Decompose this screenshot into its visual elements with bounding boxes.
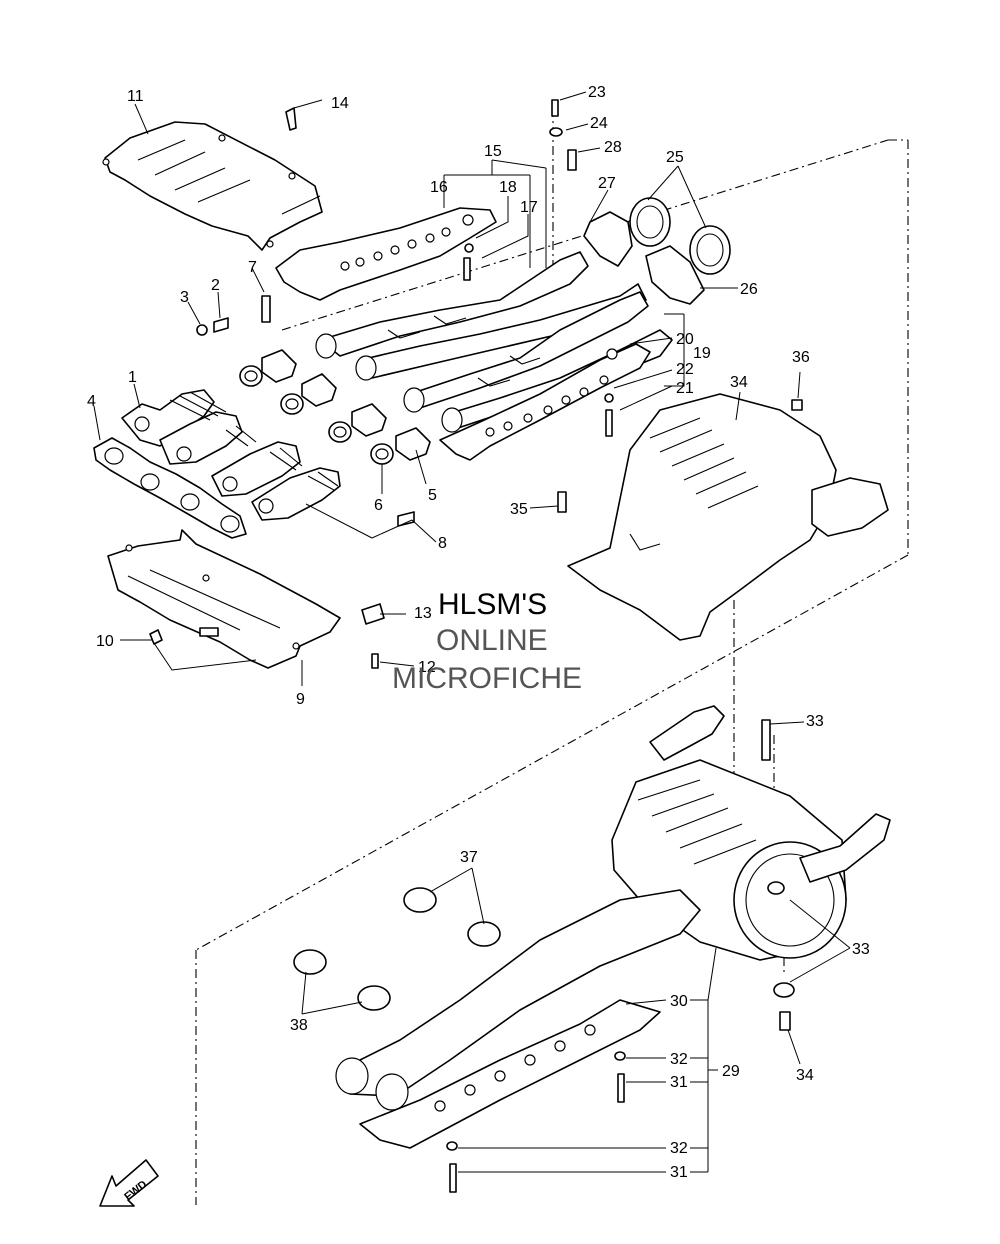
callout-32a: 32 <box>670 1051 688 1068</box>
callout-23: 23 <box>588 84 606 101</box>
watermark-line3: MICROFICHE <box>392 662 582 695</box>
callout-1: 1 <box>128 369 137 386</box>
callout-37: 35 <box>510 501 528 518</box>
callout-7: 7 <box>248 259 257 276</box>
part-39-caps <box>403 887 501 947</box>
callout-24: 24 <box>590 115 608 132</box>
part-27-clamp <box>583 211 633 267</box>
callout-21: 21 <box>676 380 694 397</box>
part-40-caps <box>293 949 391 1011</box>
callout-17: 17 <box>520 199 538 216</box>
callout-15: 15 <box>484 143 502 160</box>
fasteners <box>149 99 803 1193</box>
watermark-line2: ONLINE <box>436 624 548 657</box>
part-6-gasket-rings <box>239 365 394 465</box>
callout-11: 11 <box>127 88 144 105</box>
callout-22: 22 <box>676 361 694 378</box>
part-11-upper-heat-shield <box>102 121 323 251</box>
callout-18: 18 <box>499 179 517 196</box>
callout-9: 9 <box>296 691 305 708</box>
callout-32b: 32 <box>670 1140 688 1157</box>
watermark-line1: HLSM'S <box>438 588 547 621</box>
callout-30: 30 <box>670 993 688 1010</box>
callout-33: 33 <box>852 941 870 958</box>
callout-10: 10 <box>96 633 114 650</box>
callout-26: 26 <box>740 281 758 298</box>
callout-31b: 31 <box>670 1164 688 1181</box>
callout-8: 8 <box>438 535 447 552</box>
callout-28: 28 <box>604 139 622 156</box>
callout-labels: 11 14 15 16 18 17 23 24 28 25 27 26 20 1… <box>87 84 870 1181</box>
part-16-mid-heat-shield <box>275 207 497 301</box>
part-29-muffler-assembly <box>335 705 891 1111</box>
part-1-exhaust-joint <box>121 389 341 521</box>
callout-27: 27 <box>598 175 616 192</box>
callout-12: 12 <box>418 659 436 676</box>
part-4-gasket <box>93 437 247 539</box>
callout-5: 5 <box>428 487 437 504</box>
part-36-muffler-shield <box>567 393 889 641</box>
callout-3: 3 <box>180 289 189 306</box>
part-15-exhaust-pipe <box>315 251 647 381</box>
callout-40: 38 <box>290 1017 308 1034</box>
callout-2: 2 <box>211 277 220 294</box>
part-30-rear-heat-shield <box>359 999 661 1149</box>
callout-20: 20 <box>676 331 694 348</box>
callout-38: 36 <box>792 349 810 366</box>
callout-13: 13 <box>414 605 432 622</box>
callout-29: 29 <box>722 1063 740 1080</box>
part-26-clamp <box>645 245 705 305</box>
callout-34: 34 <box>796 1067 814 1084</box>
callout-39: 37 <box>460 849 478 866</box>
part-5-clamps <box>261 349 431 461</box>
callout-25: 25 <box>666 149 684 166</box>
callout-4: 4 <box>87 393 96 410</box>
callout-6: 6 <box>374 497 383 514</box>
part-20-pipe-heat-shield <box>439 343 651 461</box>
watermark: HLSM'S ONLINE MICROFICHE <box>392 588 582 695</box>
part-9-lower-heat-shield <box>107 529 341 669</box>
callout-31a: 31 <box>670 1074 688 1091</box>
callout-35: 33 <box>806 713 824 730</box>
callout-36: 34 <box>730 374 748 391</box>
leader-lines <box>93 91 851 1173</box>
callout-19: 19 <box>693 345 711 362</box>
fwd-arrow-icon: FWD <box>99 1159 159 1207</box>
callout-16: 16 <box>430 179 448 196</box>
callout-14: 14 <box>331 95 349 112</box>
